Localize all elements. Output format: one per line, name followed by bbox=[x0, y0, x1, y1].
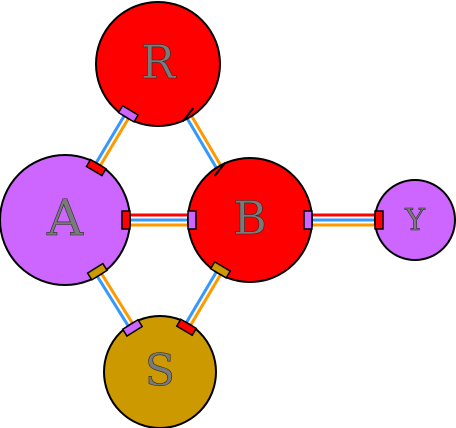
edge-line bbox=[93, 113, 127, 166]
edge-line bbox=[98, 116, 131, 168]
edge-endpoint-cap bbox=[187, 210, 197, 230]
edge-endpoint-cap bbox=[175, 318, 198, 337]
edge-endpoint-cap bbox=[121, 318, 144, 338]
node-S[interactable]: S bbox=[103, 315, 217, 428]
edge-endpoint-cap bbox=[86, 262, 109, 281]
edge-A-S bbox=[94, 271, 135, 329]
node-label: R bbox=[141, 35, 177, 89]
edge-line bbox=[189, 113, 223, 168]
node-B[interactable]: B bbox=[187, 157, 313, 283]
edge-endpoint-cap bbox=[181, 107, 195, 123]
node-label: B bbox=[233, 191, 267, 245]
node-A[interactable]: A bbox=[0, 154, 131, 286]
edge-R-A bbox=[93, 113, 131, 168]
edge-B-Y bbox=[310, 213, 377, 227]
node-R[interactable]: R bbox=[95, 1, 221, 127]
node-Y[interactable]: Y bbox=[374, 179, 456, 261]
edge-endpoint-cap bbox=[209, 260, 232, 279]
edge-line bbox=[184, 269, 219, 326]
edge-endpoint-cap bbox=[303, 210, 313, 230]
edge-A-B bbox=[128, 213, 190, 227]
edge-line bbox=[99, 271, 135, 326]
edges-layer bbox=[93, 113, 377, 329]
edge-line bbox=[185, 116, 219, 171]
edge-endpoint-cap bbox=[117, 104, 140, 123]
edge-line bbox=[188, 272, 223, 328]
node-label: A bbox=[46, 189, 84, 247]
node-circle bbox=[95, 1, 221, 127]
edge-B-S bbox=[184, 269, 223, 328]
edge-endpoint-cap bbox=[121, 210, 131, 230]
edge-endpoint-cap bbox=[85, 158, 108, 177]
edge-R-B bbox=[185, 113, 223, 171]
edge-endpoint-cap bbox=[213, 161, 227, 177]
edge-endpoint-cap bbox=[374, 210, 384, 230]
node-label: Y bbox=[404, 203, 426, 238]
edge-line bbox=[94, 273, 131, 329]
node-label: S bbox=[145, 346, 175, 397]
node-circle bbox=[103, 315, 217, 428]
